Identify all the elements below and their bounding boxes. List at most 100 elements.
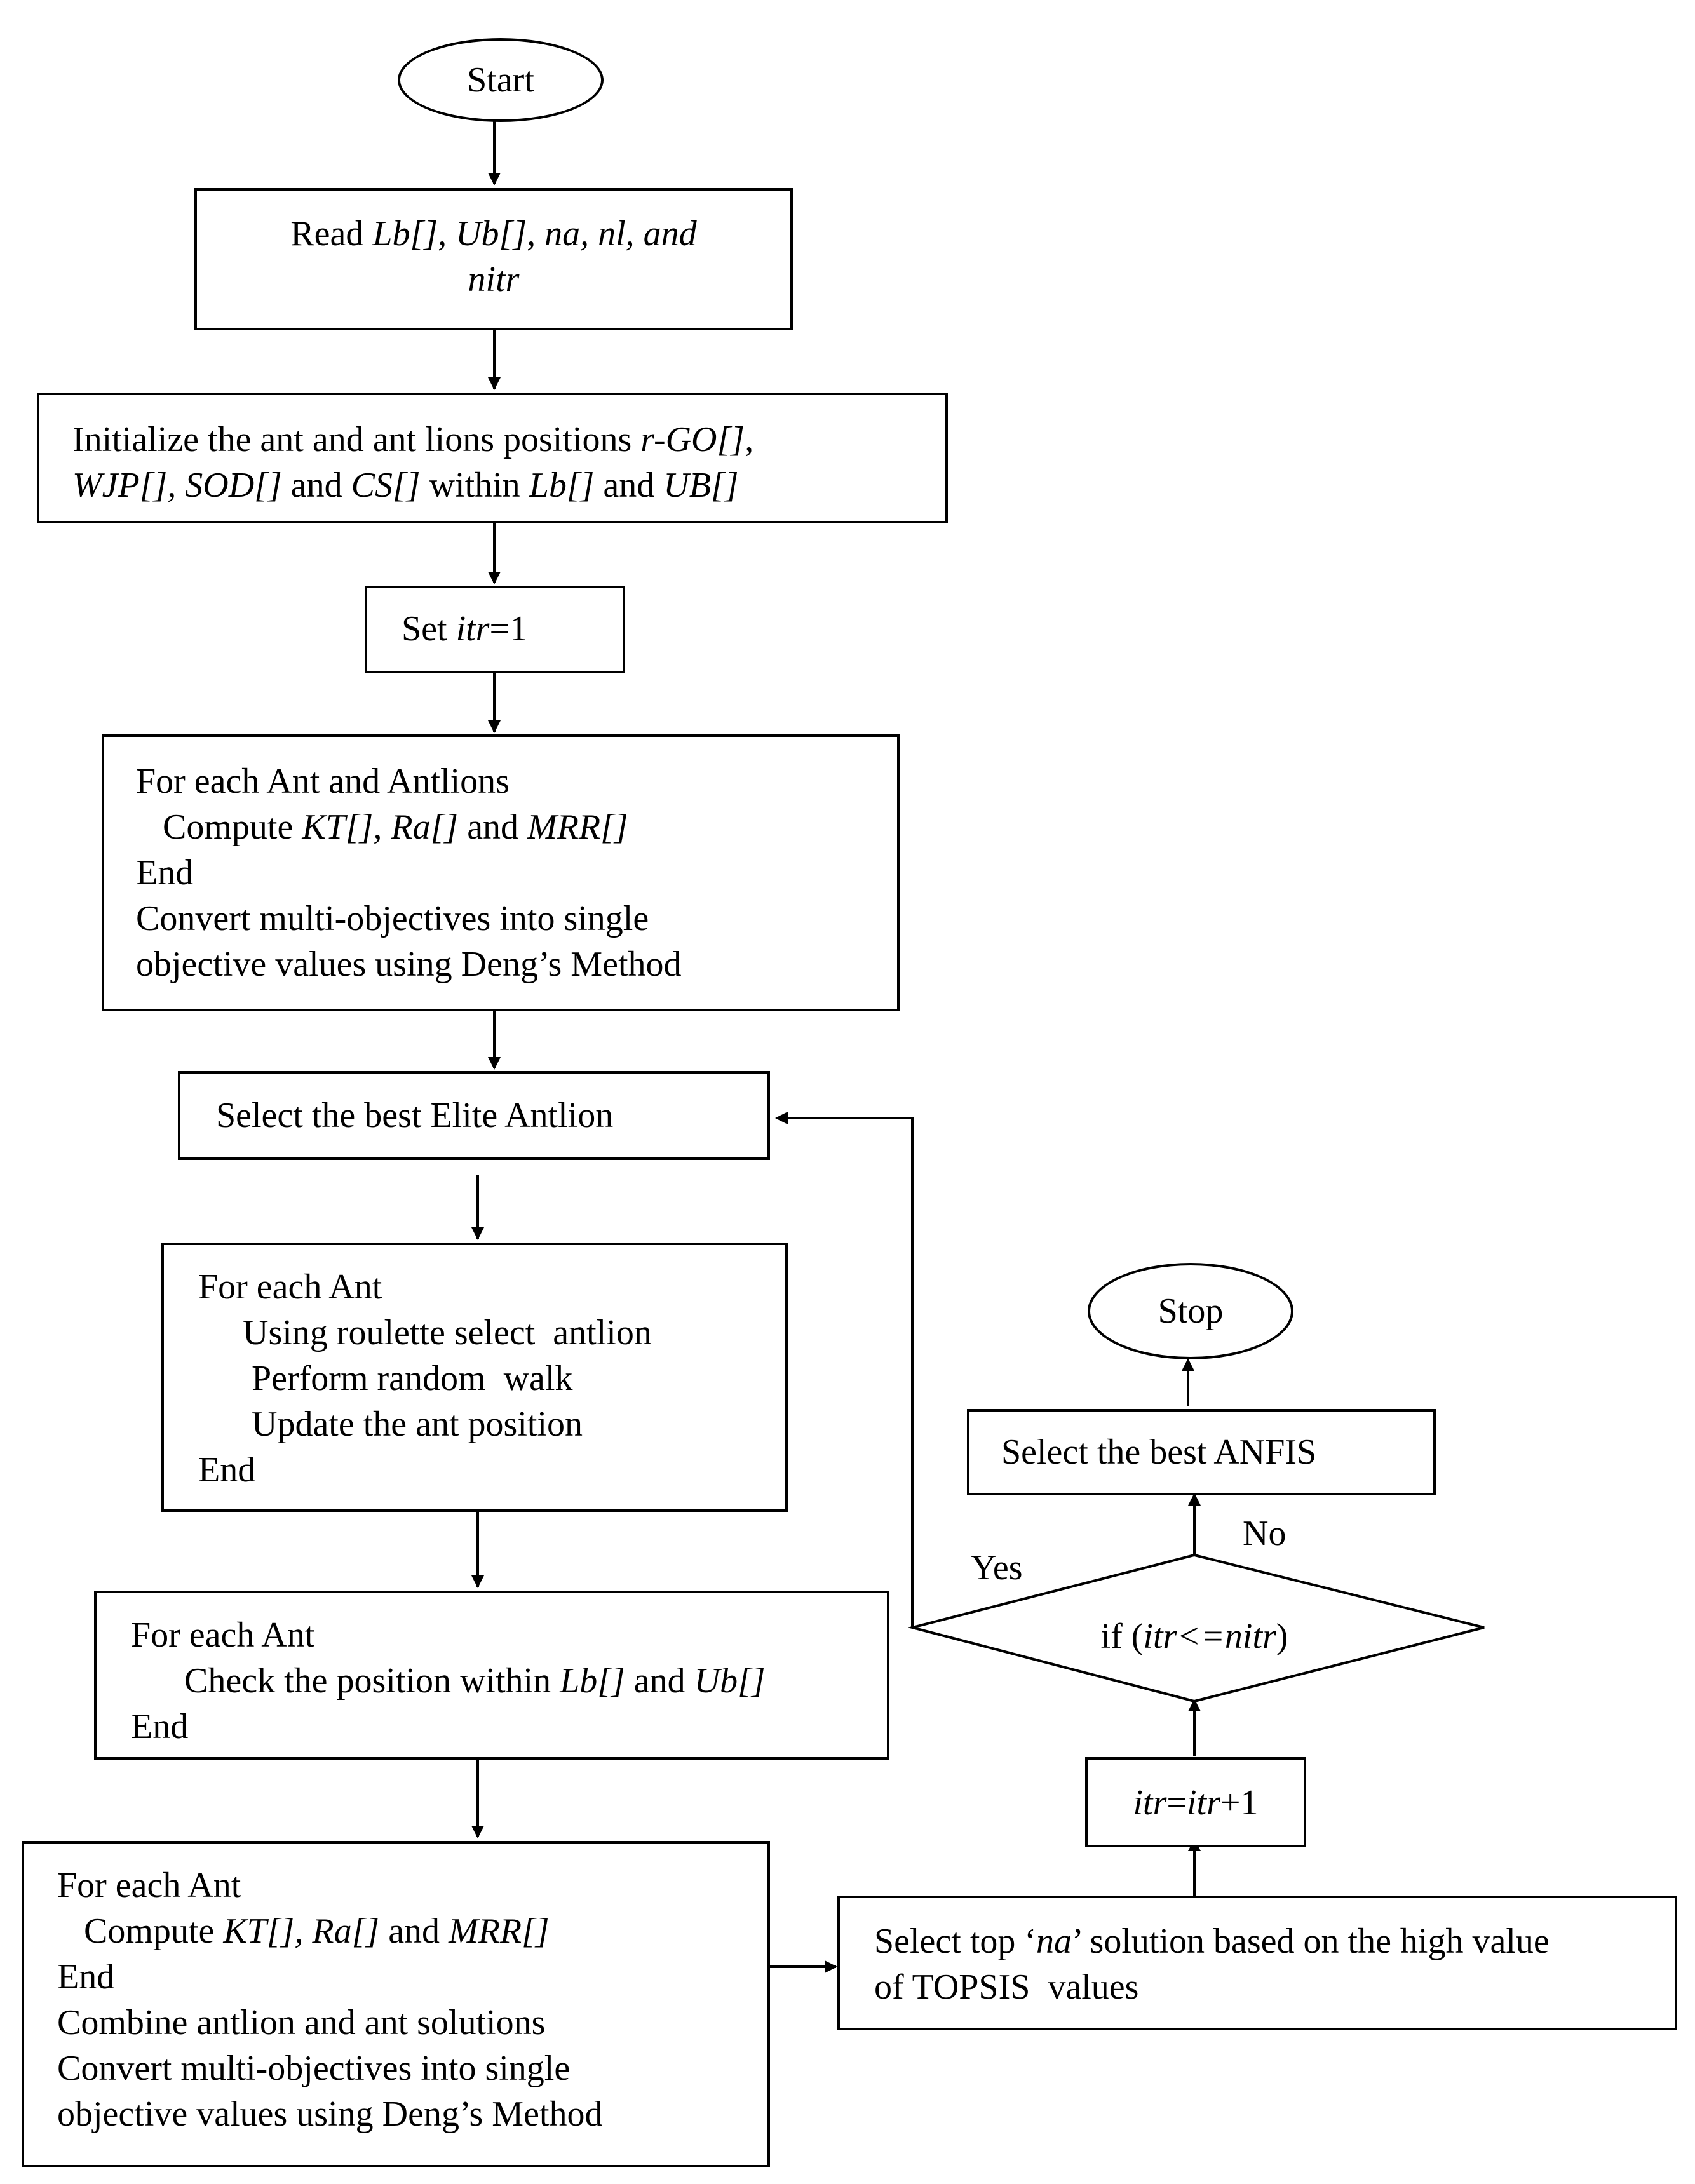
start-terminal: Start [398, 38, 604, 122]
text-run: = [1166, 1783, 1187, 1823]
text-run: ) [1276, 1617, 1288, 1656]
text-line: Compute KT[], Ra[] and MRR[] [57, 1908, 603, 1954]
text-run: Compute [57, 1911, 224, 1951]
text-run: if ( [1100, 1617, 1144, 1656]
select-elite-antlion-text: Select the best Elite Antlion [216, 1093, 613, 1138]
text-run: and [458, 807, 528, 847]
italic-run: KT[], Ra[] [223, 1911, 380, 1951]
italic-run: KT[], Ra[] [302, 807, 459, 847]
text-run: Convert multi-objectives into single [57, 2049, 571, 2088]
yes-branch-label: Yes [971, 1548, 1023, 1587]
decision-text: if (itr<=nitr) [1016, 1614, 1372, 1659]
text-line: Using roulette select antlion [198, 1310, 652, 1356]
text-line: Check the position within Lb[] and Ub[] [131, 1658, 766, 1704]
italic-run: itr [1187, 1783, 1220, 1823]
text-line: Set itr=1 [402, 606, 527, 652]
text-line: Select the best ANFIS [1001, 1429, 1316, 1475]
italic-run: MRR[] [449, 1911, 550, 1951]
initialize-positions-text: Initialize the ant and ant lions positio… [72, 417, 753, 508]
set-itr-text: Set itr=1 [402, 606, 527, 652]
italic-run: itr<=nitr [1143, 1617, 1276, 1656]
arrow-yes-loop-to-elite [775, 1112, 914, 1628]
text-run: of TOPSIS values [874, 1967, 1139, 2007]
text-run: and [379, 1911, 449, 1951]
italic-run: itr [1133, 1783, 1167, 1823]
select-best-anfis-text: Select the best ANFIS [1001, 1429, 1316, 1475]
italic-run: CS[] [351, 466, 421, 505]
stop-terminal: Stop [1088, 1263, 1293, 1359]
text-run: Initialize the ant and ant lions positio… [72, 420, 641, 459]
increment-itr-box: itr=itr+1 [1085, 1757, 1306, 1847]
text-line: Update the ant position [198, 1401, 652, 1447]
text-line: objective values using Deng’s Method [136, 941, 682, 987]
start-label: Start [467, 60, 534, 100]
check-bounds-box: For each Ant Check the position within L… [94, 1591, 889, 1760]
initialize-positions-box: Initialize the ant and ant lions positio… [37, 393, 948, 523]
combine-solutions-text: For each Ant Compute KT[], Ra[] and MRR[… [57, 1863, 603, 2137]
text-line: End [136, 850, 682, 896]
text-run: End [136, 853, 194, 893]
text-line: of TOPSIS values [874, 1964, 1550, 2010]
text-line: nitr [197, 257, 790, 302]
text-line: if (itr<=nitr) [1016, 1614, 1372, 1659]
random-walk-box: For each Ant Using roulette select antli… [161, 1243, 788, 1512]
topsis-selection-text: Select top ‘na’ solution based on the hi… [874, 1918, 1550, 2010]
text-line: Initialize the ant and ant lions positio… [72, 417, 753, 462]
check-bounds-text: For each Ant Check the position within L… [131, 1612, 766, 1749]
text-run: and [625, 1661, 694, 1701]
text-run: within [420, 466, 529, 505]
text-run: Compute [136, 807, 302, 847]
text-run: =1 [489, 609, 528, 649]
set-itr-box: Set itr=1 [365, 586, 625, 673]
select-elite-antlion-box: Select the best Elite Antlion [178, 1071, 770, 1160]
text-run: Using roulette select antlion [198, 1313, 652, 1352]
text-run: End [131, 1707, 189, 1746]
text-run: Convert multi-objectives into single [136, 899, 649, 938]
text-run: and [281, 466, 351, 505]
text-run: objective values using Deng’s Method [136, 945, 682, 984]
text-line: itr=itr+1 [1088, 1780, 1304, 1826]
text-run: Select top ‘ [874, 1922, 1037, 1961]
text-run: For each Ant and Antlions [136, 762, 510, 801]
text-line: End [198, 1447, 652, 1493]
text-run: Perform random walk [198, 1359, 573, 1398]
compute-objectives-box: For each Ant and Antlions Compute KT[], … [102, 734, 900, 1011]
random-walk-text: For each Ant Using roulette select antli… [198, 1264, 652, 1493]
text-run: Check the position within [131, 1661, 560, 1701]
text-line: Convert multi-objectives into single [136, 896, 682, 941]
text-line: Perform random walk [198, 1356, 652, 1401]
text-line: WJP[], SOD[] and CS[] within Lb[] and UB… [72, 462, 753, 508]
increment-itr-text: itr=itr+1 [1088, 1780, 1304, 1826]
text-run: Update the ant position [198, 1405, 583, 1444]
text-line: For each Ant and Antlions [136, 758, 682, 804]
italic-run: UB[] [663, 466, 739, 505]
text-run: For each Ant [57, 1866, 241, 1905]
italic-run: Ub[] [694, 1661, 766, 1701]
text-run: ’ solution based on the high value [1072, 1922, 1550, 1961]
text-line: Combine antlion and ant solutions [57, 2000, 603, 2046]
text-line: For each Ant [57, 1863, 603, 1908]
text-line: Select the best Elite Antlion [216, 1093, 613, 1138]
stop-label: Stop [1158, 1291, 1224, 1331]
italic-run: WJP[], SOD[] [72, 466, 282, 505]
text-line: For each Ant [198, 1264, 652, 1310]
text-line: End [131, 1704, 766, 1749]
italic-run: itr [456, 609, 490, 649]
italic-run: r-GO[], [640, 420, 754, 459]
italic-run: MRR[] [527, 807, 628, 847]
text-run: For each Ant [198, 1267, 382, 1307]
decision-diamond [908, 1553, 1485, 1703]
compute-objectives-text: For each Ant and Antlions Compute KT[], … [136, 758, 682, 987]
text-line: Read Lb[], Ub[], na, nl, and [197, 211, 790, 257]
italic-run: Lb[], Ub[], na, nl, and [372, 214, 697, 253]
select-best-anfis-box: Select the best ANFIS [967, 1409, 1436, 1495]
italic-run: na [1036, 1922, 1072, 1961]
text-line: For each Ant [131, 1612, 766, 1658]
text-line: Compute KT[], Ra[] and MRR[] [136, 804, 682, 850]
text-run: End [57, 1957, 115, 1997]
italic-run: nitr [468, 260, 520, 299]
text-run: For each Ant [131, 1615, 315, 1655]
